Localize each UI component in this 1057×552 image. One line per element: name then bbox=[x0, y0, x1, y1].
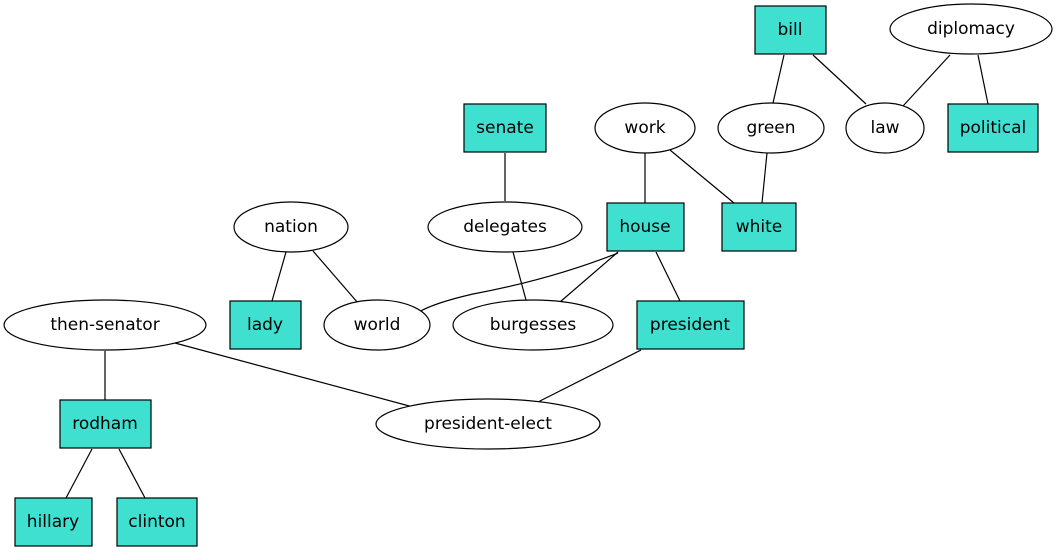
node-hillary-label: hillary bbox=[27, 512, 79, 532]
node-delegates: delegates bbox=[427, 201, 583, 253]
edge-work-white bbox=[669, 149, 735, 204]
edge-rodham-clinton bbox=[118, 448, 146, 499]
node-bill-label: bill bbox=[778, 20, 803, 40]
node-burgesses-label: burgesses bbox=[490, 315, 577, 335]
node-nation-ellipse bbox=[233, 201, 349, 253]
node-hillary-box bbox=[14, 497, 93, 547]
node-political: political bbox=[947, 103, 1039, 153]
node-house: house bbox=[606, 202, 685, 252]
node-rodham: rodham bbox=[59, 399, 152, 449]
edge-bill-law bbox=[812, 54, 867, 105]
node-law-ellipse bbox=[845, 102, 925, 154]
node-hillary: hillary bbox=[14, 497, 93, 547]
edge-nation-lady bbox=[271, 251, 287, 302]
node-clinton-box bbox=[116, 497, 198, 547]
node-political-box bbox=[947, 103, 1039, 153]
edge-rodham-hillary bbox=[65, 448, 93, 499]
node-green-ellipse bbox=[717, 102, 825, 154]
node-lady-box bbox=[229, 300, 302, 350]
node-then-senator-ellipse bbox=[3, 299, 207, 351]
node-president-elect: president-elect bbox=[375, 398, 601, 450]
node-burgesses-ellipse bbox=[452, 299, 614, 351]
node-clinton: clinton bbox=[116, 497, 198, 547]
node-president: president bbox=[636, 300, 745, 350]
node-law-label: law bbox=[870, 118, 899, 138]
node-burgesses: burgesses bbox=[452, 299, 614, 351]
node-senate-label: senate bbox=[476, 118, 534, 138]
node-bill: bill bbox=[754, 5, 827, 55]
node-delegates-label: delegates bbox=[463, 217, 547, 237]
node-green-label: green bbox=[746, 118, 795, 138]
edge-nation-world bbox=[312, 250, 359, 304]
node-clinton-label: clinton bbox=[128, 512, 185, 532]
node-president-box bbox=[636, 300, 745, 350]
node-rodham-box bbox=[59, 399, 152, 449]
node-nation-label: nation bbox=[264, 217, 318, 237]
node-world-label: world bbox=[354, 315, 401, 335]
node-work-ellipse bbox=[594, 102, 696, 154]
node-rodham-label: rodham bbox=[72, 414, 138, 434]
node-world-ellipse bbox=[323, 299, 431, 351]
node-lady: lady bbox=[229, 300, 302, 350]
graph-nodes: bill diplomacy senate work green law pol… bbox=[3, 3, 1053, 547]
edge-bill-green bbox=[772, 54, 785, 104]
graph-edges bbox=[65, 54, 989, 499]
edge-green-white bbox=[761, 152, 768, 204]
edge-diplomacy-political bbox=[977, 54, 989, 105]
node-political-label: political bbox=[960, 118, 1027, 138]
node-white-box bbox=[721, 202, 797, 252]
edge-diplomacy-law bbox=[902, 54, 951, 107]
edge-delegates-burgesses bbox=[512, 251, 527, 301]
node-green: green bbox=[717, 102, 825, 154]
node-lady-label: lady bbox=[247, 315, 283, 335]
node-work-label: work bbox=[624, 118, 665, 138]
node-senate-box bbox=[463, 103, 547, 153]
node-bill-box bbox=[754, 5, 827, 55]
node-diplomacy-label: diplomacy bbox=[927, 19, 1015, 39]
node-house-box bbox=[606, 202, 685, 252]
node-diplomacy: diplomacy bbox=[889, 3, 1053, 55]
node-work: work bbox=[594, 102, 696, 154]
node-delegates-ellipse bbox=[427, 201, 583, 253]
edge-house-president bbox=[655, 251, 681, 302]
node-white: white bbox=[721, 202, 797, 252]
node-diplomacy-ellipse bbox=[889, 3, 1053, 55]
node-nation: nation bbox=[233, 201, 349, 253]
node-house-label: house bbox=[619, 217, 670, 237]
edge-house-world bbox=[418, 252, 619, 313]
node-president-elect-ellipse bbox=[375, 398, 601, 450]
node-then-senator-label: then-senator bbox=[50, 315, 159, 335]
node-senate: senate bbox=[463, 103, 547, 153]
node-law: law bbox=[845, 102, 925, 154]
edge-house-burgesses bbox=[559, 251, 619, 303]
node-world: world bbox=[323, 299, 431, 351]
edge-president-president-elect bbox=[535, 349, 642, 404]
edge-then-senator-president-elect bbox=[174, 342, 414, 408]
node-president-elect-label: president-elect bbox=[424, 414, 552, 434]
node-president-label: president bbox=[650, 315, 730, 335]
node-then-senator: then-senator bbox=[3, 299, 207, 351]
node-white-label: white bbox=[736, 217, 783, 237]
